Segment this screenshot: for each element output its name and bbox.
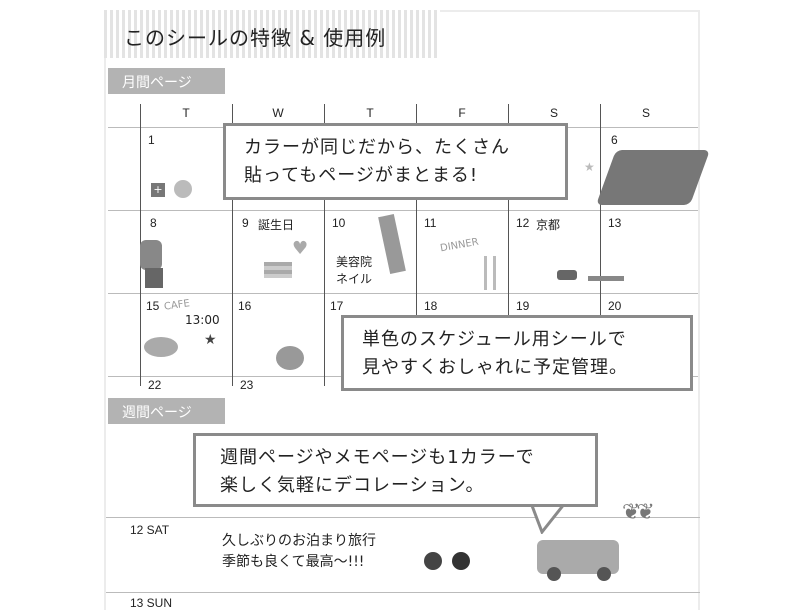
hearts-icon: ♥ [292, 238, 309, 259]
weekly-entry: 久しぶりのお泊まり旅行 季節も良くて最高〜!!! [222, 531, 376, 573]
fork-icon [493, 256, 496, 290]
weekday-header: S [641, 106, 650, 120]
note-kyoto: 京都 [536, 218, 561, 232]
weekday-header: T [182, 106, 190, 120]
grid-line [600, 104, 601, 386]
callout-monthly-2: 単色のスケジュール用シールで 見やすくおしゃれに予定管理。 [341, 315, 693, 391]
day-number: 17 [330, 299, 344, 313]
callout-line: 楽しく気軽にデコレーション。 [220, 475, 485, 496]
day-number: 6 [611, 133, 618, 147]
grid-line [106, 592, 700, 593]
grid-line [416, 104, 417, 386]
pot-icon [145, 268, 163, 288]
grid-line [108, 293, 698, 294]
weekly-day: 12 SAT [130, 523, 170, 537]
grid-line [232, 104, 233, 386]
day-number: 8 [150, 216, 157, 230]
day-number: 20 [608, 299, 622, 313]
weekday-header: T [366, 106, 374, 120]
hedgehog-icon [276, 346, 304, 370]
weekday-header: W [272, 106, 284, 120]
sad-face-icon [174, 180, 192, 198]
day-number: 16 [238, 299, 252, 313]
star-icon: ★ [584, 160, 595, 174]
weekly-tag: 週間ページ [108, 398, 225, 424]
weekday-header: S [549, 106, 558, 120]
weekly-day: 13 SUN [130, 596, 173, 610]
cactus-icon [140, 240, 162, 270]
arrow-icon [588, 276, 624, 281]
day-number: 10 [332, 216, 346, 230]
entry-line: 季節も良くて最高〜!!! [222, 554, 365, 570]
day-number: 19 [516, 299, 530, 313]
title-stripe [104, 10, 440, 58]
entry-line: 久しぶりのお泊まり旅行 [222, 533, 376, 549]
day-number: 15 [146, 299, 160, 313]
callout-line: カラーが同じだから、たくさん [244, 137, 510, 158]
wheel-icon [597, 567, 611, 581]
day-number: 23 [240, 378, 254, 392]
callout-line: 貼ってもページがまとまる! [244, 165, 479, 186]
callout-line: 単色のスケジュール用シールで [362, 329, 627, 350]
weekday-header: F [458, 106, 466, 120]
callout-line: 週間ページやメモページも1カラーで [220, 447, 535, 468]
day-number: 9 [242, 216, 249, 230]
day-number: 18 [424, 299, 438, 313]
day-number: 12 [516, 216, 530, 230]
grid-line [508, 104, 509, 386]
note-time: 13:00 [185, 313, 220, 327]
callout-line: 見やすくおしゃれに予定管理。 [362, 357, 628, 378]
day-number: 22 [148, 378, 162, 392]
omelette-icon [144, 337, 178, 357]
grid-line [324, 104, 325, 386]
day-number: 13 [608, 216, 622, 230]
callout-monthly-1: カラーが同じだから、たくさん 貼ってもページがまとまる! [223, 123, 568, 200]
face-icon [424, 552, 442, 570]
bed-icon [595, 150, 711, 205]
day-number: 1 [148, 133, 155, 147]
wheel-icon [547, 567, 561, 581]
grid-line [108, 210, 698, 211]
note-birthday: 誕生日 [258, 218, 295, 232]
star-icon: ★ [204, 332, 217, 348]
page-title: このシールの特徴 & 使用例 [124, 26, 387, 50]
note-salon: 美容院 [336, 255, 373, 269]
monthly-tag: 月間ページ [108, 68, 225, 94]
note-nail: ネイル [336, 272, 373, 286]
grid-line [106, 517, 700, 518]
branch-icon: ❦❦ [622, 500, 655, 525]
smile-face-icon [452, 552, 470, 570]
spoon-icon [484, 256, 487, 290]
medical-icon: + [151, 183, 165, 197]
day-number: 11 [424, 216, 437, 230]
car-icon [557, 270, 577, 280]
cake-icon [264, 262, 292, 278]
callout-weekly: 週間ページやメモページも1カラーで 楽しく気軽にデコレーション。 [193, 433, 598, 507]
